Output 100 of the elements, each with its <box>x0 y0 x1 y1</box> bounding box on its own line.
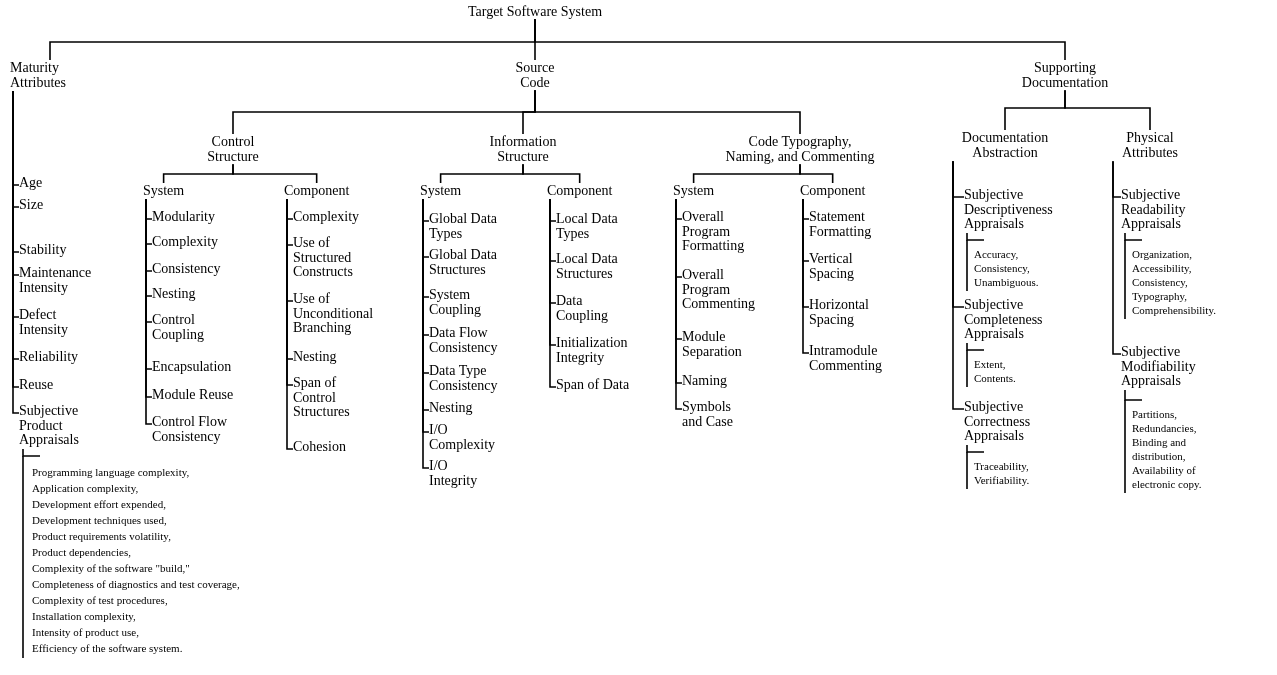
list-item: Efficiency of the software system. <box>32 641 184 656</box>
category-label: Control Structure <box>206 134 260 165</box>
connector-line <box>534 18 1066 61</box>
list-item: Consistency, <box>1132 275 1189 289</box>
attribute-label: Use of Structured Constructs <box>293 236 354 281</box>
attribute-label: Control Coupling <box>152 313 206 343</box>
list-item: Traceability, <box>974 459 1030 473</box>
category-label: System <box>143 183 185 199</box>
attribute-label: Overall Program Formatting <box>682 210 746 255</box>
attribute-label: Control Flow Consistency <box>152 415 229 445</box>
attribute-label: Naming <box>682 374 729 389</box>
attribute-label: Data Coupling <box>556 294 610 324</box>
attribute-label: Subjective Descriptiveness Appraisals <box>964 188 1054 233</box>
list-item: Extent, <box>974 357 1007 371</box>
connector-line <box>1124 389 1143 401</box>
connector-line <box>802 198 810 354</box>
attribute-label: Cohesion <box>293 440 347 455</box>
connector-line <box>232 163 318 184</box>
attribute-label: Consistency <box>152 262 222 277</box>
attribute-label: Subjective Modifiability Appraisals <box>1121 345 1197 390</box>
attribute-label: Module Reuse <box>152 388 235 403</box>
list-item: Availability of electronic copy. <box>1132 463 1203 491</box>
list-item: Organization, <box>1132 247 1193 261</box>
category-label: Supporting Documentation <box>1020 60 1110 91</box>
attribute-label: Intramodule Commenting <box>809 344 884 374</box>
attribute-label: Complexity <box>152 235 220 250</box>
attribute-label: System Coupling <box>429 288 483 318</box>
category-label: Maturity Attributes <box>10 60 67 91</box>
list-item: Consistency, <box>974 261 1031 275</box>
list-item: Installation complexity, <box>32 609 137 624</box>
list-item: Development effort expended, <box>32 497 167 512</box>
attribute-label: Local Data Types <box>556 212 619 242</box>
list-item: Development techniques used, <box>32 513 168 528</box>
root-label: Target Software System <box>466 4 604 20</box>
connector-line <box>966 444 985 453</box>
attribute-label: Module Separation <box>682 330 743 360</box>
attribute-label: Span of Data <box>556 378 631 393</box>
connector-line <box>22 448 41 457</box>
connector-line <box>966 232 985 241</box>
category-label: Source Code <box>514 60 556 91</box>
list-item: Binding and distribution, <box>1132 435 1188 463</box>
list-item: Product requirements volatility, <box>32 529 172 544</box>
list-item: Complexity of the software "build," <box>32 561 191 576</box>
connector-line <box>952 160 965 410</box>
attribute-label: Age <box>19 176 44 191</box>
category-label: System <box>673 183 715 199</box>
list-item: Partitions, <box>1132 407 1178 421</box>
attribute-label: Defect Intensity <box>19 308 69 338</box>
attribute-label: Vertical Spacing <box>809 252 856 282</box>
connector-line <box>534 89 801 135</box>
category-label: Code Typography, Naming, and Commenting <box>724 134 876 165</box>
list-item: Programming language complexity, <box>32 465 191 480</box>
category-label: Information Structure <box>488 134 558 165</box>
attribute-label: Global Data Structures <box>429 248 499 278</box>
connector-line <box>549 198 557 388</box>
category-label: Component <box>547 183 613 199</box>
connector-line <box>286 198 294 450</box>
attribute-label: Data Flow Consistency <box>429 326 499 356</box>
attribute-label: Statement Formatting <box>809 210 873 240</box>
attribute-label: Local Data Structures <box>556 252 619 282</box>
attribute-label: I/O Complexity <box>429 423 497 453</box>
attribute-label: Reliability <box>19 350 80 365</box>
list-item: Completeness of diagnostics and test coverage, <box>32 577 241 592</box>
category-label: Physical Attributes <box>1121 130 1179 161</box>
attribute-label: Global Data Types <box>429 212 499 242</box>
attribute-label: Overall Program Commenting <box>682 268 757 313</box>
list-item: Comprehensibility. <box>1132 303 1217 317</box>
connector-line <box>1064 89 1151 131</box>
list-item: Verifiability. <box>974 473 1031 487</box>
attribute-label: Encapsulation <box>152 360 233 375</box>
list-item: Unambiguous. <box>974 275 1040 289</box>
list-item: Application complexity, <box>32 481 140 496</box>
attribute-label: Modularity <box>152 210 216 225</box>
attribute-label: Subjective Product Appraisals <box>19 404 80 449</box>
list-item: Complexity of test procedures, <box>32 593 169 608</box>
category-label: System <box>420 183 462 199</box>
list-item: Typography, <box>1132 289 1189 303</box>
attribute-label: Subjective Readability Appraisals <box>1121 188 1187 233</box>
attribute-label: Nesting <box>293 350 338 365</box>
list-item: Product dependencies, <box>32 545 132 560</box>
connector-line <box>1124 232 1143 241</box>
attribute-label: Reuse <box>19 378 55 393</box>
attribute-label: Stability <box>19 243 68 258</box>
list-item: Redundancies, <box>1132 421 1198 435</box>
category-label: Component <box>800 183 866 199</box>
connector-line <box>799 163 834 184</box>
attribute-label: Symbols and Case <box>682 400 734 430</box>
list-item: Accuracy, <box>974 247 1020 261</box>
attribute-label: Complexity <box>293 210 361 225</box>
attribute-label: Nesting <box>152 287 197 302</box>
attribute-label: Size <box>19 198 45 213</box>
category-label: Documentation Abstraction <box>960 130 1050 161</box>
attribute-label: I/O Integrity <box>429 459 479 489</box>
attribute-label: Span of Control Structures <box>293 376 351 421</box>
attribute-label: Subjective Completeness Appraisals <box>964 298 1044 343</box>
connector-line <box>522 163 581 184</box>
attribute-label: Nesting <box>429 401 474 416</box>
attribute-label: Horizontal Spacing <box>809 298 870 328</box>
connector-line <box>1112 160 1122 355</box>
connector-line <box>966 342 985 351</box>
